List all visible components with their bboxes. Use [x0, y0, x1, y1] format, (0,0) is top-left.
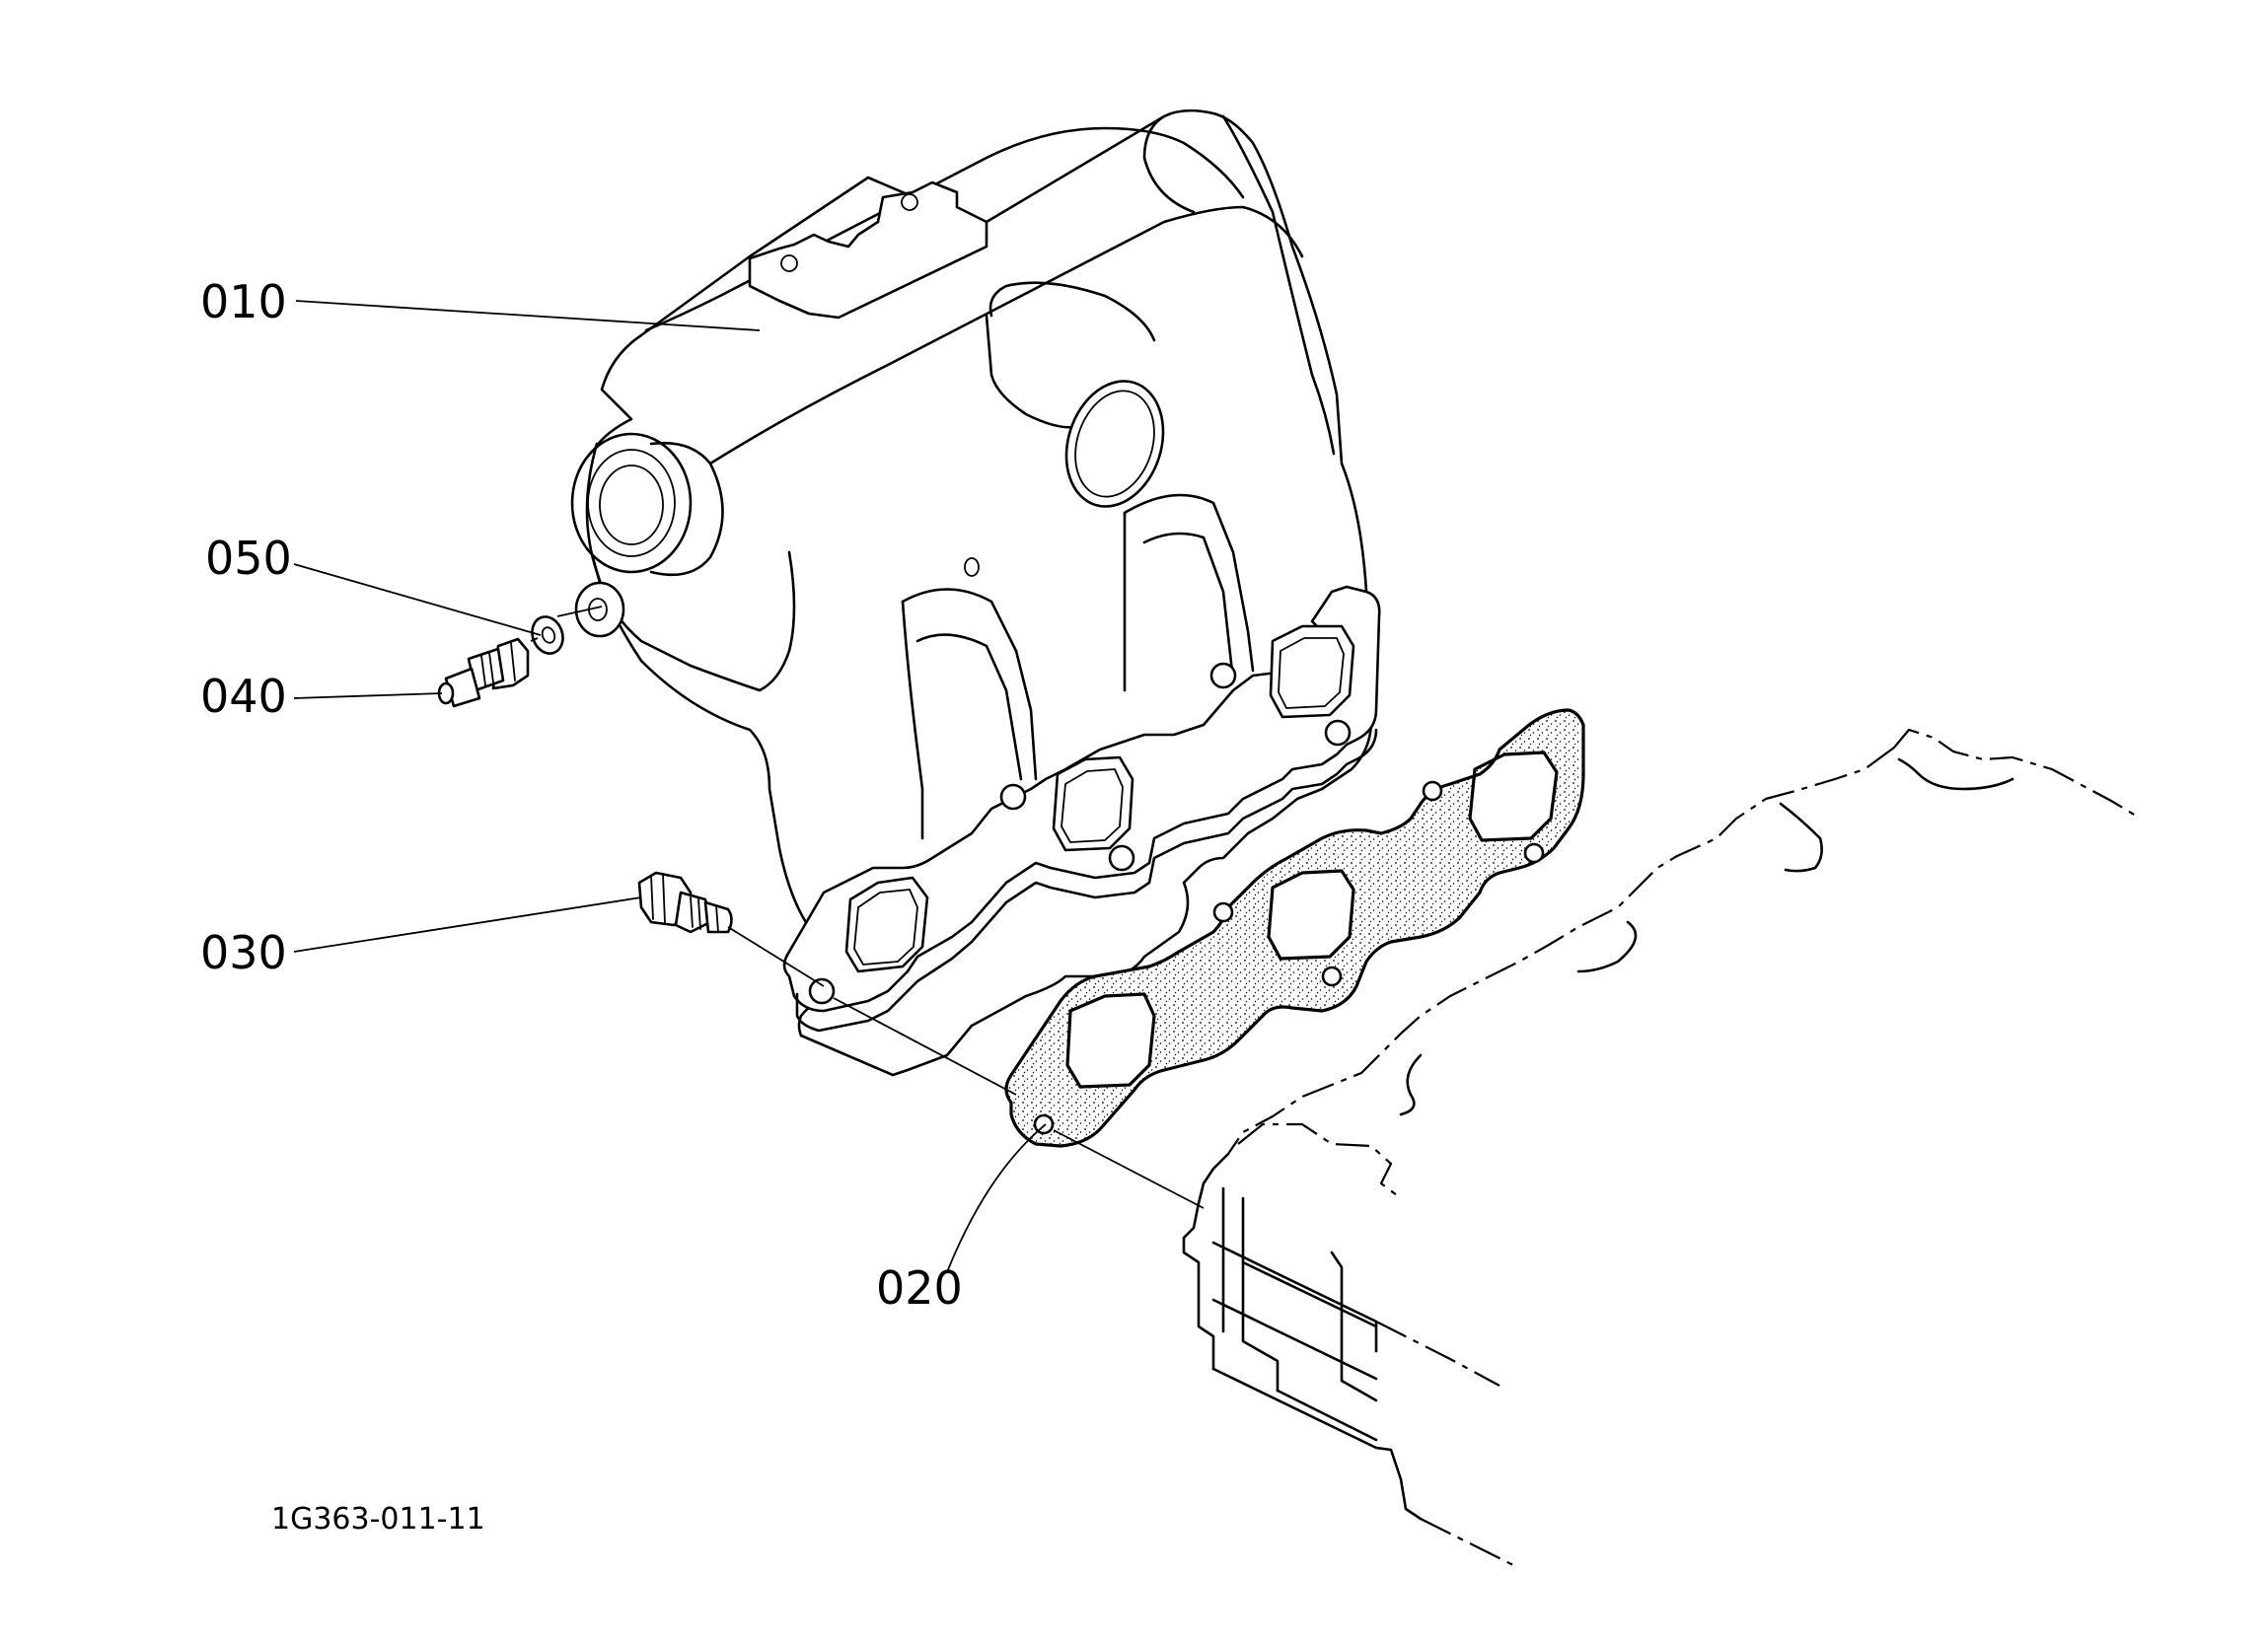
assembly-guides [530, 606, 1205, 1209]
stud-bolt [637, 871, 733, 934]
callout-leaders [293, 300, 1047, 1273]
callout-020: 020 [876, 1261, 963, 1315]
cylinder-head-phantom [1182, 728, 2142, 1569]
callout-010: 010 [200, 275, 287, 328]
washer [531, 615, 564, 655]
callout-030: 030 [200, 926, 287, 979]
fitting [437, 637, 530, 708]
manifold-gasket [1004, 708, 1585, 1148]
manifold-body [570, 108, 1381, 1077]
callout-040: 040 [200, 670, 287, 723]
callout-050: 050 [205, 532, 292, 585]
drawing-code: 1G363-011-11 [271, 1502, 485, 1537]
